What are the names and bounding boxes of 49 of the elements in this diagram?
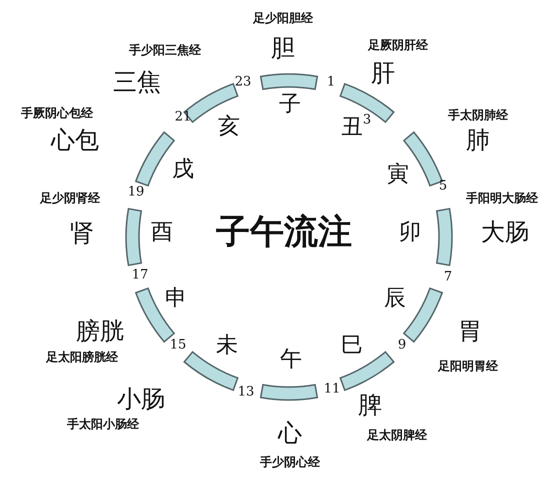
hour-number: 19 (128, 186, 144, 198)
organ-name: 三焦 (113, 70, 161, 94)
hour-number: 21 (174, 110, 192, 124)
earthly-branch: 巳 (341, 335, 363, 357)
meridian-name: 足少阴肾经 (40, 192, 100, 204)
earthly-branch: 酉 (151, 222, 173, 244)
meridian-name: 足阳明胃经 (438, 360, 498, 372)
organ-name: 心包 (51, 128, 99, 152)
organ-name: 胆 (271, 36, 295, 60)
hour-number: 9 (398, 338, 406, 352)
meridian-name: 足太阴脾经 (367, 429, 427, 441)
organ-name: 肾 (70, 221, 94, 245)
earthly-branch: 亥 (218, 116, 240, 138)
earthly-branch: 子 (279, 94, 301, 116)
hour-number: 1 (326, 76, 336, 88)
meridian-name: 手太阴肺经 (448, 109, 508, 121)
earthly-branch: 辰 (384, 288, 406, 310)
hour-number: 23 (234, 76, 252, 88)
earthly-branch: 卯 (399, 222, 421, 244)
organ-name: 大肠 (481, 220, 529, 244)
organ-name: 心 (278, 421, 302, 445)
organ-name: 脾 (358, 393, 382, 417)
organ-name: 胃 (458, 319, 482, 343)
organ-name: 肺 (466, 128, 490, 152)
hour-number: 3 (362, 114, 372, 126)
organ-name: 肝 (371, 61, 395, 85)
meridian-name: 手少阴心经 (260, 456, 320, 468)
earthly-branch: 午 (280, 349, 302, 371)
meridian-name: 手少阳三焦经 (129, 44, 201, 56)
diagram-title: 子午流注 (216, 215, 352, 249)
meridian-name: 足太阳膀胱经 (46, 351, 118, 363)
hour-number: 13 (238, 386, 254, 398)
meridian-name: 手太阳小肠经 (67, 418, 139, 430)
meridian-name: 手厥阴心包经 (21, 107, 93, 119)
earthly-branch: 未 (216, 335, 238, 357)
meridian-name: 足少阳胆经 (253, 12, 313, 24)
earthly-branch: 寅 (387, 164, 409, 186)
earthly-branch: 戌 (172, 159, 194, 181)
meridian-name: 足厥阴肝经 (368, 39, 428, 51)
hour-number: 7 (444, 270, 452, 284)
hour-number: 5 (438, 180, 448, 192)
organ-name: 小肠 (117, 387, 165, 411)
earthly-branch: 丑 (341, 117, 363, 139)
earthly-branch: 申 (165, 288, 187, 310)
meridian-name: 手阳明大肠经 (466, 192, 538, 204)
organ-name: 膀胱 (76, 319, 124, 343)
hour-number: 15 (170, 338, 186, 352)
hour-number: 17 (132, 268, 148, 282)
hour-number: 11 (324, 382, 340, 396)
